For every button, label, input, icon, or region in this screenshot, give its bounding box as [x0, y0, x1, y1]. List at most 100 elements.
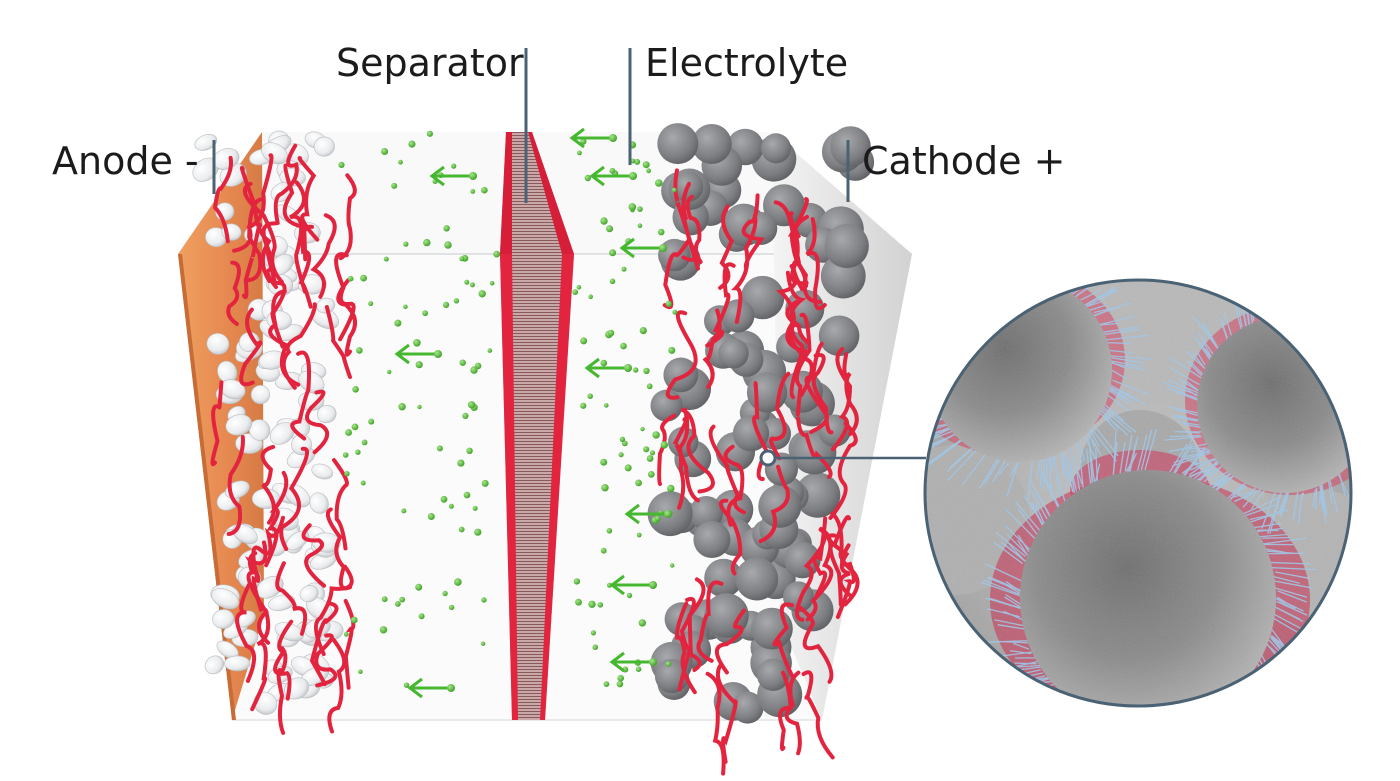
lithium-ion-dot: [630, 158, 636, 164]
zoom-fiber: [1308, 290, 1329, 323]
zoom-fiber: [1334, 314, 1351, 335]
zoom-fiber: [1307, 299, 1325, 322]
binder-strand: [232, 153, 274, 253]
zoom-fiber: [1365, 357, 1400, 365]
lithium-ion-dot: [480, 641, 486, 646]
binder-strand: [334, 252, 356, 342]
zoom-fiber: [1216, 708, 1225, 748]
zoom-fiber: [1349, 463, 1351, 496]
lithium-ion-dot: [401, 508, 407, 514]
binder-strand: [811, 353, 834, 435]
binder-strand: [752, 381, 769, 481]
binder-strand: [835, 543, 856, 619]
zoom-fiber: [925, 280, 949, 312]
ion-flow-arrow-left: [584, 357, 632, 379]
lithium-ion-dot: [481, 479, 489, 487]
lithium-ion-dot: [647, 471, 655, 478]
zoom-fiber: [1157, 721, 1166, 743]
binder-strand: [773, 200, 805, 292]
zoom-fiber: [1366, 436, 1388, 454]
zoom-fiber: [1095, 719, 1117, 753]
zoom-fiber: [936, 294, 951, 317]
lithium-ion-dot: [590, 630, 597, 636]
anode-particle: [194, 134, 218, 151]
lithium-ion-dot: [343, 631, 349, 637]
lithium-ion-dot: [600, 458, 608, 466]
lithium-ion-dot: [607, 582, 612, 588]
lithium-ion-dot: [453, 298, 460, 304]
binder-strand: [785, 300, 814, 398]
binder-strand: [239, 307, 263, 387]
lithium-ion-dot: [391, 182, 398, 189]
ion-flow-arrow-left: [589, 165, 637, 187]
lithium-ion-dot: [415, 361, 423, 369]
lithium-ion-dot: [618, 452, 624, 458]
lithium-ion-dot: [342, 452, 349, 458]
lithium-ion-dot: [463, 491, 471, 499]
zoom-fiber: [929, 280, 951, 311]
zoom-fiber: [1354, 454, 1384, 488]
zoom-fiber: [930, 280, 952, 308]
lithium-ion-dot: [654, 515, 661, 522]
lithium-ion-dot: [637, 223, 643, 228]
binder-strand: [715, 664, 738, 764]
zoom-fiber: [925, 396, 933, 401]
zoom-fiber: [1138, 726, 1150, 756]
zoom-fiber: [1070, 712, 1088, 721]
binder-strand: [310, 213, 337, 299]
binder-strand: [677, 407, 690, 510]
zoom-fiber: [931, 280, 954, 307]
lithium-ion-dot: [395, 601, 401, 607]
zoom-fiber: [1195, 717, 1198, 739]
binder-strand: [789, 318, 805, 400]
zoom-fiber: [925, 334, 929, 353]
zoom-fiber: [1032, 264, 1043, 278]
lithium-ion-dot: [635, 479, 642, 487]
lithium-ion-dot: [422, 310, 428, 317]
zoom-fiber: [925, 394, 933, 398]
binder-strand: [338, 173, 357, 261]
zoom-fiber: [925, 399, 934, 402]
zoom-fiber: [1344, 320, 1351, 343]
zoom-fiber: [1116, 726, 1132, 753]
zoom-fiber: [1319, 290, 1346, 324]
zoom-fiber: [1250, 675, 1276, 706]
binder-strand: [244, 540, 268, 612]
zoom-fiber: [1127, 724, 1142, 761]
binder-strand: [332, 458, 349, 551]
zoom-fiber: [1200, 716, 1201, 743]
binder-strand: [778, 670, 793, 751]
zoom-fiber: [1281, 284, 1292, 318]
ion-flow-arrow-left: [609, 651, 657, 673]
binder-strand: [273, 619, 294, 701]
zoom-fiber: [1273, 286, 1282, 317]
binder-strand: [226, 260, 241, 326]
lithium-ion-dot: [413, 339, 421, 347]
zoom-fiber: [1360, 450, 1389, 479]
zoom-fiber: [1185, 720, 1188, 752]
lithium-ion-dot: [587, 393, 593, 400]
lithium-ion-dot: [426, 130, 433, 137]
lithium-ion-dot: [451, 163, 457, 169]
zoom-fiber: [936, 280, 957, 310]
zoom-fiber: [1093, 720, 1115, 752]
binder-strand: [260, 444, 276, 525]
lithium-ion-dot: [600, 359, 608, 367]
binder-strand: [801, 670, 835, 760]
zoom-fiber: [1361, 351, 1387, 357]
zoom-fiber: [983, 280, 986, 286]
binder-strand: [797, 605, 834, 684]
lithium-ion-dot: [458, 526, 465, 533]
lithium-ion-dot: [639, 327, 647, 335]
lithium-ion-dot: [355, 449, 361, 455]
binder-strand: [250, 608, 271, 712]
binder-strand: [705, 671, 726, 776]
zoom-fiber: [1373, 404, 1399, 413]
lithium-ion-dot: [403, 682, 410, 688]
zoom-fiber: [1004, 280, 1009, 283]
anode-particle: [225, 414, 253, 436]
zoom-fiber: [1055, 703, 1077, 706]
lithium-ion-dot: [646, 455, 654, 462]
zoom-fiber: [1340, 321, 1351, 338]
